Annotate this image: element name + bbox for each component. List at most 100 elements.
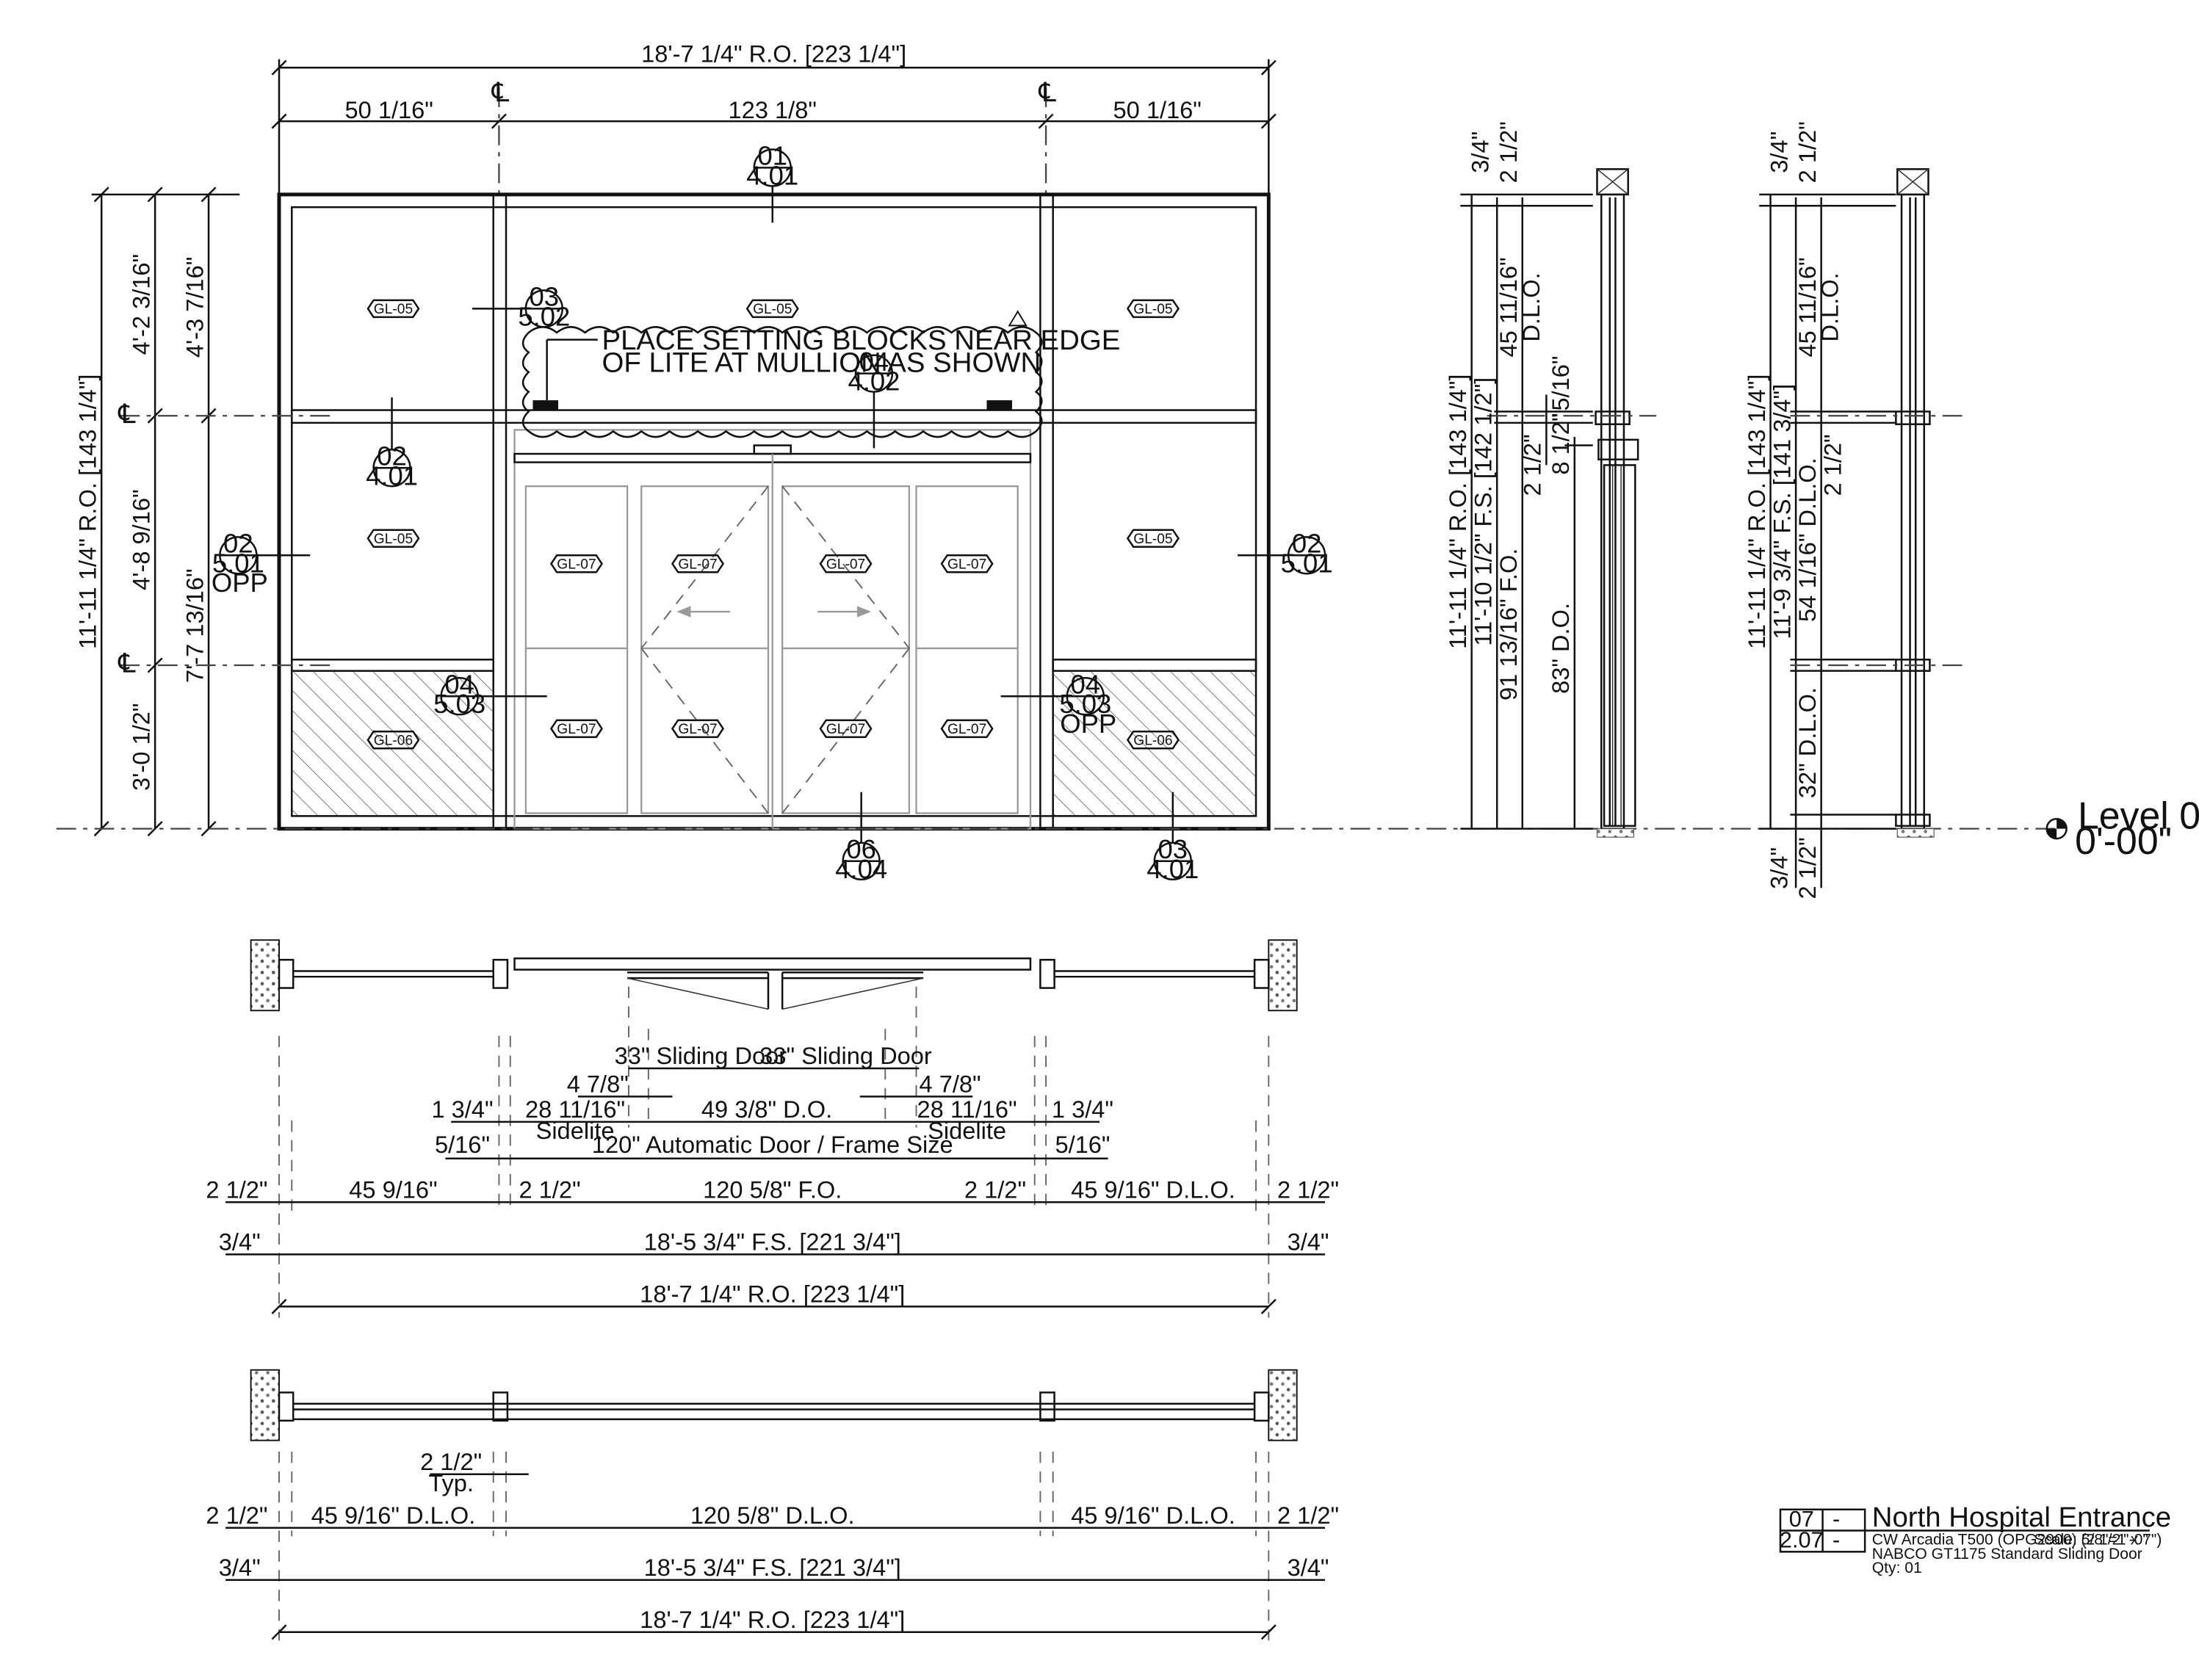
plan1-dim-a: 2 1/2" xyxy=(206,1176,267,1203)
callout-01-401: 014.01 xyxy=(746,141,798,223)
jamb-left: 1 3/4" xyxy=(431,1096,493,1123)
section-a-d1: 5/16" xyxy=(1547,356,1574,411)
svg-text:04: 04 xyxy=(444,669,474,699)
svg-text:GL-07: GL-07 xyxy=(947,722,986,737)
elevation-overall-ro: 18'-7 1/4" R.O. [223 1/4"] xyxy=(641,40,906,67)
sidelite-right: 28 11/16" xyxy=(917,1096,1017,1123)
svg-text:GL-05: GL-05 xyxy=(374,532,413,547)
opp-label: OPP xyxy=(1060,709,1116,739)
section-a-ro: 11'-11 1/4" R.O. [143 1/4"] xyxy=(1444,374,1471,649)
svg-text:GL-07: GL-07 xyxy=(947,557,986,573)
svg-text:4.04: 4.04 xyxy=(835,854,887,884)
title-line-2: NABCO GT1175 Standard Sliding Door xyxy=(1872,1546,2142,1563)
glass-tag: GL-05 xyxy=(1126,299,1180,319)
title-dash-bottom: - xyxy=(1832,1527,1840,1553)
svg-text:GL-05: GL-05 xyxy=(1133,532,1172,547)
plan1-dim-c: 2 1/2" xyxy=(519,1176,580,1203)
center-bay-dim: 123 1/8" xyxy=(729,96,817,123)
svg-text:5.03: 5.03 xyxy=(1059,689,1111,719)
title-number-bottom: 2.07 xyxy=(1780,1527,1824,1553)
section-a-dlo: 45 11/16" xyxy=(1495,257,1522,357)
plan-section-fixed: 2 1/2" Typ. 2 1/2" 45 9/16" D.L.O. 120 5… xyxy=(206,1369,1339,1643)
plan-section-door: 33" Sliding Door 33" Sliding Door 4 7/8"… xyxy=(206,939,1339,1318)
glass-tag: GL-07 xyxy=(549,719,604,739)
svg-text:GL-07: GL-07 xyxy=(557,722,596,737)
glass-tag: GL-07 xyxy=(671,554,725,573)
title-line-3: Qty: 01 xyxy=(1872,1560,1922,1576)
offset-right: 4 7/8" xyxy=(920,1071,981,1098)
level-name: Level 01 xyxy=(2078,794,2199,837)
section-b-d3: 2 1/2" xyxy=(1819,434,1846,496)
section-a-fo: 91 13/16" F.O. xyxy=(1495,548,1522,700)
upper-left-dim-b: 4'-3 7/16" xyxy=(181,257,208,358)
section-b-ro: 11'-11 1/4" R.O. [143 1/4"] xyxy=(1743,374,1770,649)
section-a-top-b: 2 1/2" xyxy=(1495,121,1522,183)
mid-left-dim: 4'-8 9/16" xyxy=(127,489,154,590)
svg-text:04: 04 xyxy=(1071,669,1101,699)
elevation-height-ro: 11'-11 1/4" R.O. [143 1/4"] xyxy=(74,374,101,649)
plan2-ro: 18'-7 1/4" R.O. [223 1/4"] xyxy=(640,1606,905,1633)
plan1-dim-d: 120 5/8" F.O. xyxy=(703,1176,842,1203)
glass-tag: GL-05 xyxy=(1126,529,1180,548)
plan2-dim-c: 120 5/8" D.L.O. xyxy=(690,1502,855,1529)
drawing-scale: Scale: 5/8"=1'-0" xyxy=(2034,1532,2148,1549)
section-b-bot-b: 2 1/2" xyxy=(1794,837,1821,899)
svg-text:02: 02 xyxy=(223,528,253,558)
section-b-bot-a: 3/4" xyxy=(1766,847,1793,889)
section-b-dlo2: 54 1/16" D.L.O. xyxy=(1794,457,1821,622)
svg-text:5.01: 5.01 xyxy=(1281,548,1333,578)
upper-left-dim-a: 4'-2 3/16" xyxy=(127,254,154,355)
glass-tag: GL-07 xyxy=(819,554,873,573)
glass-tag: GL-07 xyxy=(671,719,725,739)
glass-tag: GL-06 xyxy=(366,730,420,750)
svg-text:GL-06: GL-06 xyxy=(1133,733,1172,748)
setting-block-left xyxy=(532,400,559,410)
centerline-icon: ℄ xyxy=(118,399,135,429)
svg-text:01: 01 xyxy=(757,141,787,171)
plan1-dim-b: 45 9/16" xyxy=(349,1176,437,1203)
svg-text:02: 02 xyxy=(1292,528,1322,558)
typ-mullion-dim: 2 1/2" xyxy=(420,1448,482,1475)
setting-block-note-line1: PLACE SETTING BLOCKS NEAR EDGE xyxy=(602,325,1121,356)
glass-tag: GL-05 xyxy=(366,529,420,548)
section-b-top-b: 2 1/2" xyxy=(1794,121,1821,183)
svg-text:GL-07: GL-07 xyxy=(557,557,596,573)
vertical-section-b: 3/4" 2 1/2" 45 11/16" D.L.O. 11'-11 1/4"… xyxy=(1743,121,1967,899)
section-a-dlo-label: D.L.O. xyxy=(1517,272,1545,341)
svg-text:5.01: 5.01 xyxy=(212,548,264,578)
callout-04-503-right: 045.03 xyxy=(1000,669,1111,719)
plan2-dim-e: 2 1/2" xyxy=(1277,1502,1339,1529)
level-elevation: 0'-00" xyxy=(2075,819,2172,862)
glass-tag: GL-05 xyxy=(745,299,799,319)
svg-text:GL-06: GL-06 xyxy=(374,733,413,748)
glass-tag: GL-07 xyxy=(940,554,994,573)
offset-left: 4 7/8" xyxy=(567,1071,629,1098)
setting-block-right xyxy=(986,400,1013,410)
plan2-dim-b: 45 9/16" D.L.O. xyxy=(311,1502,476,1529)
drawing-title: North Hospital Entrance xyxy=(1872,1502,2171,1533)
sidelite-left: 28 11/16" xyxy=(525,1096,625,1123)
section-a-top-a: 3/4" xyxy=(1467,131,1494,173)
svg-text:GL-07: GL-07 xyxy=(826,557,865,573)
glass-tag: GL-06 xyxy=(1126,730,1180,750)
glass-tags: GL-05 GL-05 GL-05 GL-05 GL-05 GL-06 GL-0… xyxy=(366,299,1180,750)
section-b-fs: 11'-9 3/4" F.S. [141 3/4"] xyxy=(1768,384,1795,640)
front-elevation: 18'-7 1/4" R.O. [223 1/4"] 50 1/16" 123 … xyxy=(74,40,1333,883)
section-b-dlo3: 32" D.L.O. xyxy=(1794,687,1821,798)
svg-text:GL-05: GL-05 xyxy=(374,302,413,317)
plan2-fs-right: 3/4" xyxy=(1288,1554,1329,1581)
setting-block-note-line2: OF LITE AT MULLION AS SHOWN xyxy=(602,347,1041,379)
vertical-section-a: 3/4" 2 1/2" 45 11/16" D.L.O. 11'-11 1/4"… xyxy=(1444,121,1657,838)
right-bay-dim: 50 1/16" xyxy=(1113,96,1202,123)
svg-text:4.01: 4.01 xyxy=(746,160,798,190)
plan1-dim-g: 2 1/2" xyxy=(1277,1176,1339,1203)
door-opening: 49 3/8" D.O. xyxy=(701,1096,832,1123)
section-a-d2: 8 1/2" xyxy=(1547,413,1574,475)
svg-text:5.03: 5.03 xyxy=(433,689,485,719)
plan2-dim-a: 2 1/2" xyxy=(206,1502,267,1529)
svg-text:04: 04 xyxy=(859,347,889,377)
typ-label: Typ. xyxy=(428,1469,474,1496)
gap-right: 5/16" xyxy=(1055,1131,1110,1158)
sliding-door-left: 33" Sliding Door xyxy=(615,1042,787,1069)
